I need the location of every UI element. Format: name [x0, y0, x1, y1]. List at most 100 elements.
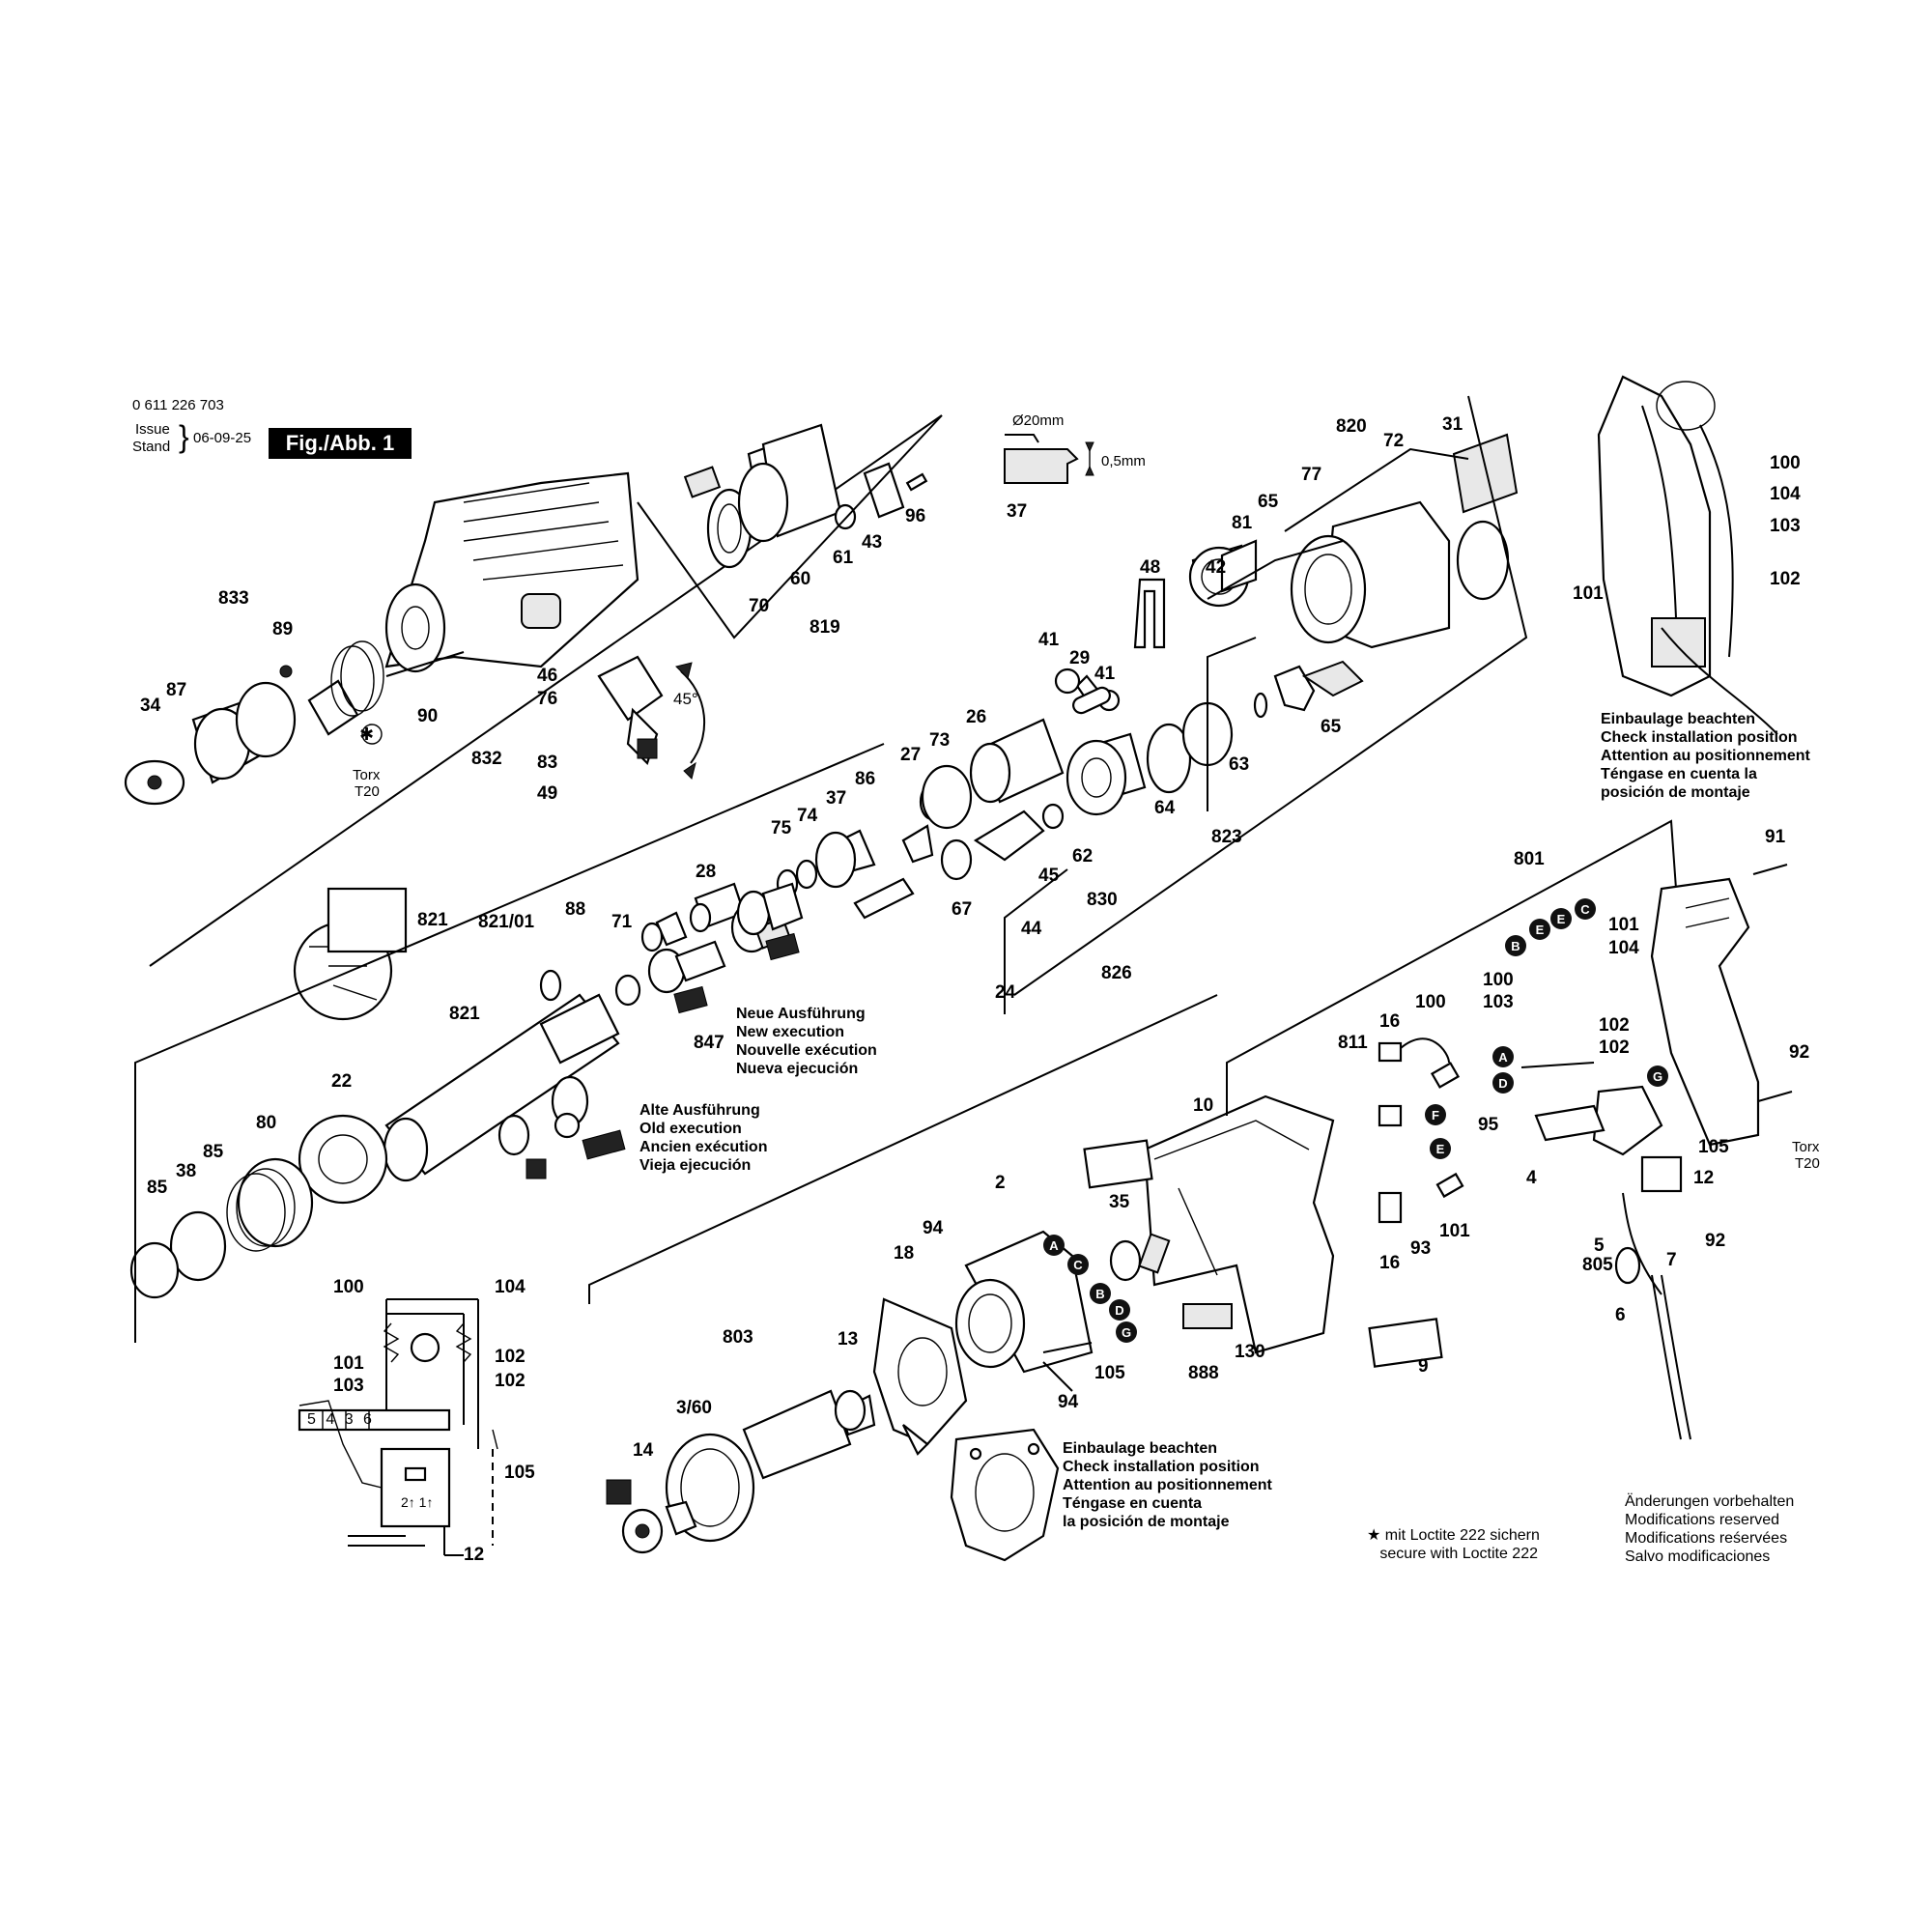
- label-805: 805: [1582, 1255, 1613, 1275]
- label-65-bottom: 65: [1321, 717, 1342, 737]
- label-83: 83: [537, 753, 558, 773]
- label-76: 76: [537, 689, 558, 709]
- marker-f-brush: F: [1425, 1104, 1446, 1125]
- label-832: 832: [471, 749, 502, 769]
- label-100-inset: 100: [1770, 453, 1801, 473]
- label-70: 70: [749, 596, 770, 616]
- label-105-switch: 105: [1698, 1137, 1729, 1157]
- label-100-wire: 100: [1483, 970, 1514, 990]
- install-note-top: Einbaulage beachten Check installation p…: [1601, 711, 1810, 801]
- label-91: 91: [1765, 827, 1786, 847]
- label-75: 75: [771, 818, 792, 838]
- label-46: 46: [537, 666, 558, 686]
- label-41-left: 41: [1038, 630, 1060, 650]
- label-102-a: 102: [1599, 1015, 1630, 1036]
- label-803: 803: [723, 1327, 753, 1348]
- old-execution-parts: [497, 1075, 626, 1179]
- gear-spring-rings: [129, 1114, 388, 1299]
- marker-b-wire: B: [1505, 935, 1526, 956]
- label-888: 888: [1188, 1363, 1219, 1383]
- modifications-note: Änderungen vorbehalten Modifications res…: [1625, 1493, 1795, 1565]
- label-18: 18: [894, 1243, 915, 1264]
- label-821-spindle: 821: [449, 1004, 480, 1024]
- label-92-handle: 92: [1789, 1042, 1810, 1063]
- label-10: 10: [1193, 1095, 1214, 1116]
- switch-terminals: 2↑ 1↑: [401, 1494, 434, 1510]
- label-101-wiring: 101: [333, 1353, 364, 1374]
- torx-label-left: Torx: [353, 767, 381, 783]
- frame-line-72: [1284, 447, 1469, 532]
- label-37-top: 37: [1007, 501, 1028, 522]
- label-29: 29: [1069, 648, 1091, 668]
- label-35: 35: [1109, 1192, 1130, 1212]
- label-830: 830: [1087, 890, 1118, 910]
- marker-d-wire: D: [1492, 1072, 1514, 1094]
- label-87: 87: [166, 680, 187, 700]
- label-101-wire: 101: [1608, 915, 1639, 935]
- label-48: 48: [1140, 557, 1161, 578]
- loctite-note: ★ mit Loctite 222 sichern secure with Lo…: [1367, 1527, 1540, 1562]
- label-24: 24: [995, 982, 1016, 1003]
- label-64: 64: [1154, 798, 1176, 818]
- label-94-top: 94: [923, 1218, 944, 1238]
- new-execution-note: Neue Ausführung New execution Nouvelle e…: [736, 1006, 877, 1077]
- label-847: 847: [694, 1033, 724, 1053]
- chuck-sleeve-parts: ✱: [124, 640, 465, 806]
- label-16-bottom: 16: [1379, 1253, 1401, 1273]
- figure-label: Fig./Abb. 1: [269, 428, 412, 459]
- label-45: 45: [1038, 866, 1060, 886]
- marker-d-stator: D: [1109, 1299, 1130, 1321]
- issue-label: Issue: [135, 421, 170, 438]
- label-102-wiring-a: 102: [495, 1347, 526, 1367]
- label-88: 88: [565, 899, 586, 920]
- label-80: 80: [256, 1113, 277, 1133]
- marker-a-wire: A: [1492, 1046, 1514, 1067]
- marker-b-stator: B: [1090, 1283, 1111, 1304]
- handle: [1650, 864, 1793, 1147]
- label-826: 826: [1101, 963, 1132, 983]
- label-22: 22: [331, 1071, 353, 1092]
- fan-baffle: [872, 1297, 968, 1456]
- mount-detail: [950, 1428, 1060, 1562]
- label-102-inset: 102: [1770, 569, 1801, 589]
- label-43: 43: [862, 532, 883, 553]
- label-26: 26: [966, 707, 987, 727]
- label-4: 4: [1526, 1168, 1537, 1188]
- label-821-01: 821/01: [478, 912, 535, 932]
- label-95: 95: [1478, 1115, 1499, 1135]
- label-104-inset: 104: [1770, 484, 1801, 504]
- label-90: 90: [417, 706, 439, 726]
- marker-c-stator: C: [1067, 1254, 1089, 1275]
- motor-housing-10: [1083, 1094, 1443, 1368]
- label-833: 833: [218, 588, 249, 609]
- label-13: 13: [838, 1329, 859, 1350]
- marker-f-wire: E: [1529, 919, 1550, 940]
- label-63: 63: [1229, 754, 1250, 775]
- label-38: 38: [176, 1161, 197, 1181]
- label-103-wire: 103: [1483, 992, 1514, 1012]
- dimension-detail: [1004, 434, 1094, 484]
- angle-label: 45°: [673, 690, 698, 708]
- label-94-bottom: 94: [1058, 1392, 1079, 1412]
- label-801: 801: [1514, 849, 1545, 869]
- marker-g-stator: G: [1116, 1321, 1137, 1343]
- label-105-stator: 105: [1094, 1363, 1125, 1383]
- frame-line-819: [637, 414, 943, 639]
- label-12-switch: 12: [1693, 1168, 1715, 1188]
- torx-size-left: T20: [355, 783, 380, 800]
- label-16-top: 16: [1379, 1011, 1401, 1032]
- part-number: 0 611 226 703: [132, 397, 224, 413]
- label-9: 9: [1418, 1356, 1429, 1377]
- label-44: 44: [1021, 919, 1042, 939]
- svg-text:✱: ✱: [359, 724, 374, 744]
- torx-size-right: T20: [1795, 1155, 1820, 1172]
- frame-line-823: [1207, 637, 1257, 811]
- diameter-label: Ø20mm: [1012, 412, 1065, 429]
- label-102-b: 102: [1599, 1037, 1630, 1058]
- label-61: 61: [833, 548, 854, 568]
- wiring-terminals: 5 4 3 6: [307, 1411, 372, 1428]
- stand-label: Stand: [132, 439, 171, 455]
- stator: [954, 1230, 1171, 1392]
- label-27: 27: [900, 745, 922, 765]
- label-72: 72: [1383, 431, 1405, 451]
